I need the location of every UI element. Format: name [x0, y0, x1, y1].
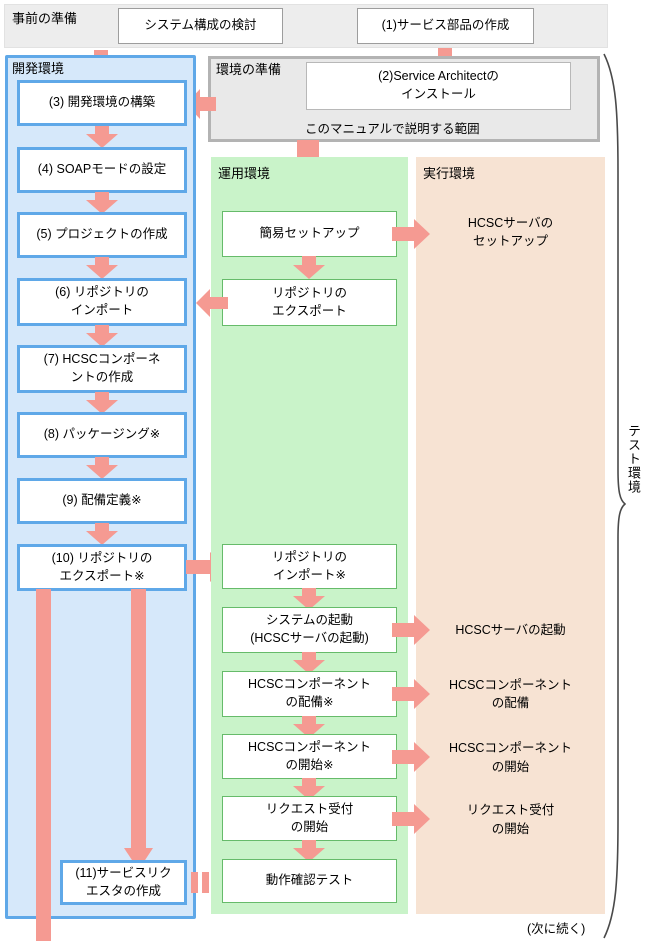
ops-env-label: 運用環境: [218, 166, 271, 181]
dev-step-6[interactable]: (6) リポジトリの インポート: [17, 278, 187, 326]
ops-step-setup[interactable]: 簡易セットアップ: [222, 211, 397, 257]
dev-step-10[interactable]: (10) リポジトリの エクスポート※: [17, 544, 187, 591]
arrow-dev-6-to-7: [86, 325, 118, 347]
arrow-right-ops-request-to-exec-request: [392, 804, 430, 834]
ops-step-request-begin[interactable]: リクエスト受付 の開始: [222, 796, 397, 841]
ops-step-repo-import[interactable]: リポジトリの インポート※: [222, 544, 397, 589]
env-prep-box-service-architect[interactable]: (2)Service Architectの インストール: [306, 62, 571, 110]
arrow-dev-5-to-6: [86, 257, 118, 279]
continuation-note: (次に続く): [527, 922, 586, 936]
dev-step-11[interactable]: (11)サービスリク エスタの作成: [60, 860, 187, 905]
dev-step-8[interactable]: (8) パッケージング※: [17, 412, 187, 458]
ops-step-system-start[interactable]: システムの起動 (HCSCサーバの起動): [222, 607, 397, 653]
exec-step-server-start: HCSCサーバの起動: [455, 622, 566, 637]
arrow-right-ops-setup-to-exec-setup: [392, 219, 430, 249]
arrow-dev-3-to-4: [86, 126, 118, 148]
dev-env-label: 開発環境: [12, 61, 65, 76]
arrow-dev-9-to-10: [86, 523, 118, 545]
arrow-ops-deploy-to-begin: [293, 716, 325, 738]
exec-env-label: 実行環境: [423, 166, 476, 181]
arrow-right-ops-begin-to-exec-begin: [392, 742, 430, 772]
prep-box-service-parts[interactable]: (1)サービス部品の作成: [357, 8, 534, 44]
exec-env-panel: [416, 157, 605, 914]
arrow-right-ops-start-to-exec-start: [392, 615, 430, 645]
dev-step-3[interactable]: (3) 開発環境の構築: [17, 80, 187, 126]
connector-dev-11-dash-a: [191, 872, 198, 893]
arrow-ops-request-to-test: [293, 840, 325, 862]
env-prep-scope-note: このマニュアルで説明する範囲: [305, 122, 480, 136]
arrow-ops-start-to-deploy: [293, 652, 325, 674]
exec-step-server-setup: HCSCサーバの セットアップ: [467, 215, 554, 248]
dev-step-9[interactable]: (9) 配備定義※: [17, 478, 187, 524]
env-prep-label: 環境の準備: [216, 62, 282, 77]
ops-step-component-begin[interactable]: HCSCコンポーネント の開始※: [222, 734, 397, 779]
test-env-bracket-label: テスト環境: [626, 424, 642, 494]
exec-step-component-begin: HCSCコンポーネント の開始: [449, 741, 572, 774]
arrow-ops-import-to-start: [293, 588, 325, 610]
connector-dev-10-downward: [36, 589, 51, 941]
ops-step-repo-export[interactable]: リポジトリの エクスポート: [222, 279, 397, 326]
exec-step-component-deploy: HCSCコンポーネント の配備: [449, 677, 572, 710]
arrow-down-to-dev-11: [124, 848, 153, 870]
ops-step-component-deploy[interactable]: HCSCコンポーネント の配備※: [222, 671, 397, 717]
exec-step-request-begin: リクエスト受付 の開始: [466, 803, 555, 836]
prep-box-system-config[interactable]: システム構成の検討: [118, 8, 283, 44]
arrow-ops-begin-to-request: [293, 778, 325, 800]
arrow-ops-setup-to-export: [293, 256, 325, 279]
dev-step-4[interactable]: (4) SOAPモードの設定: [17, 147, 187, 193]
dev-step-7[interactable]: (7) HCSCコンポーネ ントの作成: [17, 345, 187, 393]
arrow-right-ops-deploy-to-exec-deploy: [392, 679, 430, 709]
connector-dev-11-dash-b: [202, 872, 209, 893]
ops-step-operation-test[interactable]: 動作確認テスト: [222, 859, 397, 903]
arrow-left-ops-export-to-dev-import: [196, 289, 228, 317]
test-env-brace: [600, 52, 627, 941]
arrow-dev-4-to-5: [86, 192, 118, 214]
arrow-dev-7-to-8: [86, 392, 118, 414]
dev-step-5[interactable]: (5) プロジェクトの作成: [17, 212, 187, 258]
arrow-dev-8-to-9: [86, 457, 118, 479]
prep-band-label: 事前の準備: [12, 11, 78, 26]
connector-dev-10-to-11: [131, 589, 146, 855]
